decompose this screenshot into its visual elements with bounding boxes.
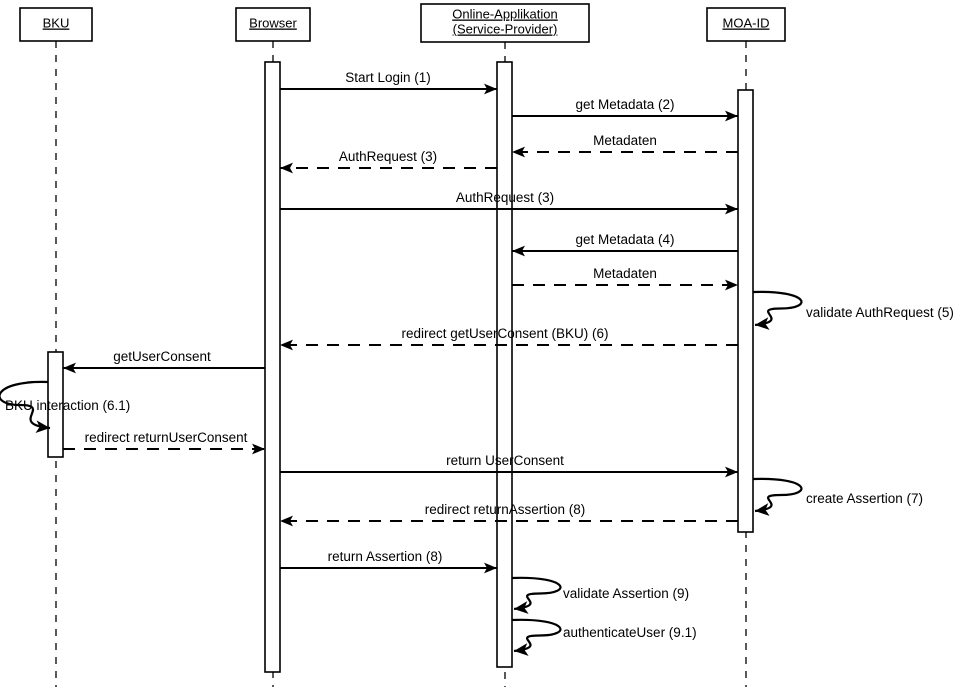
self-message-label-3: create Assertion (7) — [806, 491, 923, 506]
self-message-4[interactable]: validate Assertion (9) — [511, 576, 689, 614]
self-message-label-2: BKU interaction (6.1) — [5, 398, 130, 413]
message-2[interactable]: get Metadata (2) — [512, 97, 738, 122]
message-label-8: redirect getUserConsent (BKU) (6) — [401, 326, 608, 341]
message-6[interactable]: get Metadata (4) — [512, 232, 738, 257]
message-label-2: get Metadata (2) — [575, 97, 674, 112]
message-label-12: redirect returnAssertion (8) — [425, 502, 586, 517]
message-label-3: Metadaten — [593, 133, 657, 148]
message-10[interactable]: redirect returnUserConsent — [63, 430, 265, 455]
self-message-arrow-2 — [0, 380, 51, 434]
self-message-label-1: validate AuthRequest (5) — [806, 305, 954, 320]
message-12[interactable]: redirect returnAssertion (8) — [280, 502, 738, 527]
message-11[interactable]: return UserConsent — [280, 453, 738, 478]
self-message-3[interactable]: create Assertion (7) — [752, 477, 923, 516]
self-message-1[interactable]: validate AuthRequest (5) — [752, 290, 954, 330]
lifeline-box-moaid[interactable] — [706, 7, 786, 42]
message-label-10: redirect returnUserConsent — [85, 430, 248, 445]
activations-layer — [47, 61, 754, 673]
self-message-label-4: validate Assertion (9) — [563, 586, 689, 601]
activation-bar-moaid[interactable] — [737, 89, 754, 533]
message-label-4: AuthRequest (3) — [339, 149, 437, 164]
message-8[interactable]: redirect getUserConsent (BKU) (6) — [280, 326, 738, 351]
activation-bar-oa[interactable] — [496, 61, 513, 668]
activation-bar-bku[interactable] — [47, 351, 64, 458]
lifeline-label-moaid: MOA-ID — [723, 16, 770, 31]
lifeline-box-browser[interactable] — [235, 7, 311, 42]
self-message-arrow-4 — [511, 576, 562, 614]
messages-layer: Start Login (1) get Metadata (2) Metadaten… — [63, 70, 738, 574]
message-3[interactable]: Metadaten — [512, 133, 738, 158]
message-label-1: Start Login (1) — [345, 70, 431, 85]
message-label-13: return Assertion (8) — [328, 549, 443, 564]
message-label-6: get Metadata (4) — [575, 232, 674, 247]
message-label-11: return UserConsent — [446, 453, 564, 468]
message-13[interactable]: return Assertion (8) — [280, 549, 497, 574]
self-message-label-5: authenticateUser (9.1) — [563, 625, 697, 640]
lifeline-label-oa: Online-Applikation(Service-Provider) — [452, 7, 558, 37]
activation-bar-browser[interactable] — [264, 61, 281, 673]
self-messages-layer: validate AuthRequest (5) BKU interaction … — [0, 290, 954, 656]
lifeline-bku[interactable]: BKU — [19, 7, 93, 687]
self-message-arrow-5 — [511, 618, 562, 656]
lifeline-box-bku[interactable] — [19, 7, 93, 42]
message-label-5: AuthRequest (3) — [456, 190, 554, 205]
message-4[interactable]: AuthRequest (3) — [280, 149, 497, 174]
message-1[interactable]: Start Login (1) — [280, 70, 497, 95]
message-5[interactable]: AuthRequest (3) — [280, 190, 738, 215]
lifeline-label-browser: Browser — [249, 16, 297, 31]
self-message-2[interactable]: BKU interaction (6.1) — [0, 380, 130, 434]
self-message-arrow-1 — [752, 290, 803, 330]
message-9[interactable]: getUserConsent — [63, 349, 265, 374]
message-label-9: getUserConsent — [113, 349, 211, 364]
lifeline-moaid[interactable]: MOA-ID — [706, 7, 786, 687]
lifeline-label-bku: BKU — [43, 16, 70, 31]
message-7[interactable]: Metadaten — [512, 266, 738, 291]
self-message-5[interactable]: authenticateUser (9.1) — [511, 618, 697, 656]
message-label-7: Metadaten — [593, 266, 657, 281]
self-message-arrow-3 — [752, 477, 803, 516]
